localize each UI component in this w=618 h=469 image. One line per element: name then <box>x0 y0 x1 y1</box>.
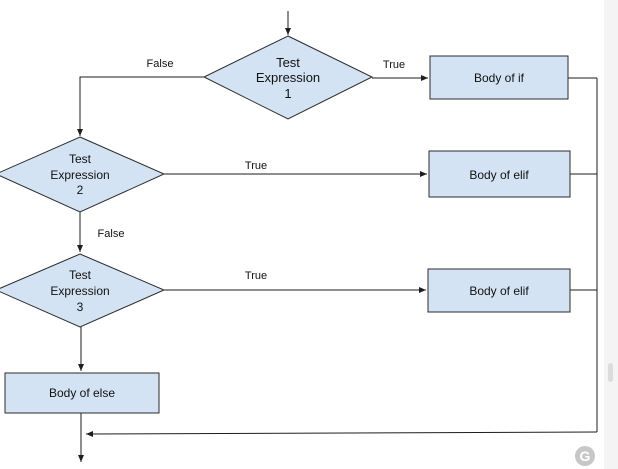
merge-return-arrow <box>85 430 598 437</box>
test3-line-3: 3 <box>77 300 84 314</box>
test1-line-2: Expression <box>256 70 320 85</box>
test3-true-label: True <box>245 270 267 282</box>
right-scrollbar-track[interactable] <box>604 0 618 469</box>
test3-line-2: Expression <box>50 284 109 298</box>
test3-line-1: Test <box>69 268 92 282</box>
test1-true-label: True <box>383 59 405 71</box>
body-of-elif-1-label: Body of elif <box>469 168 529 182</box>
test2-line-3: 2 <box>77 183 84 197</box>
test1-false-edge <box>77 76 204 136</box>
body-of-if-label: Body of if <box>474 71 525 85</box>
body-of-else-label: Body of else <box>49 386 115 400</box>
body-of-elif-2-box: Body of elif <box>427 268 571 313</box>
grammar-assistant-icon[interactable]: G <box>575 446 595 466</box>
test-expression-1-diamond: Test Expression 1 <box>202 35 374 120</box>
test2-line-1: Test <box>69 152 92 166</box>
test-expression-3-diamond: Test Expression 3 <box>0 253 166 328</box>
body-of-else-box: Body of else <box>4 372 160 414</box>
test-expression-2-diamond: Test Expression 2 <box>0 136 166 213</box>
test1-false-label: False <box>147 58 174 70</box>
test1-line-3: 1 <box>284 86 291 101</box>
test2-false-label: False <box>98 228 125 240</box>
test2-true-label: True <box>245 160 267 172</box>
test1-line-1: Test <box>276 55 300 70</box>
body-of-if-box: Body of if <box>429 55 569 100</box>
test2-line-2: Expression <box>50 168 109 182</box>
body-of-elif-2-label: Body of elif <box>469 284 529 298</box>
scrollbar-thumb[interactable] <box>608 363 613 382</box>
body-of-elif-1-box: Body of elif <box>428 150 571 198</box>
